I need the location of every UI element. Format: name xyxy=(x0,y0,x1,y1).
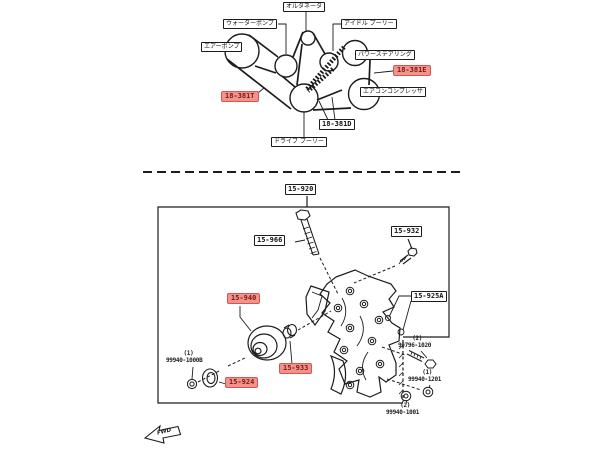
top-leader-lines xyxy=(228,12,394,137)
hatched-belt-bands xyxy=(305,44,347,93)
part-callout-belt-18-381e[interactable]: 18-381E xyxy=(393,65,431,76)
part-callout-belt-18-381d[interactable]: 18-381D xyxy=(319,119,355,130)
callout-ac-compressor: エアコンコンプレッサ xyxy=(360,87,426,97)
fastener-callout-lower-nut: (2) 99940-1001 xyxy=(386,402,419,416)
bottom-leader-lines xyxy=(218,306,293,385)
callout-air-pump: エアーポンプ xyxy=(201,42,243,52)
bracket-pins-art xyxy=(384,295,412,336)
fwd-arrow-icon xyxy=(143,424,182,444)
fastener-part-number: 99940-1201 xyxy=(408,376,442,383)
fastener-callout-upper-nut: (1) 99940-1201 xyxy=(408,369,441,383)
fastener-callout-rear-bolt: (2) 99796-1020 xyxy=(398,335,431,349)
part-callout-seal[interactable]: 15-924 xyxy=(225,377,259,388)
part-callout-assembly[interactable]: 15-920 xyxy=(285,184,317,195)
callout-alternator: オルタネータ xyxy=(283,2,326,12)
fastener-callout-front-nut: (1) 99940-1000B xyxy=(166,350,203,364)
part-callout-belt-18-381t[interactable]: 18-381T xyxy=(221,91,259,102)
fastener-part-number: 99940-1000B xyxy=(166,357,203,364)
callout-power-steering: パワーステアリング xyxy=(355,50,415,60)
part-callout-pulley[interactable]: 15-940 xyxy=(227,293,261,304)
assembly-axis-lines xyxy=(197,257,422,391)
fastener-qty: (2) xyxy=(400,402,411,409)
fastener-qty: (1) xyxy=(422,369,433,376)
nuts-art xyxy=(400,384,434,404)
long-bolt-art xyxy=(294,209,320,256)
rear-bolt-art xyxy=(406,350,437,369)
part-callout-bolt[interactable]: 15-966 xyxy=(254,235,286,246)
spacer-art xyxy=(282,323,298,339)
bracket-art xyxy=(305,269,401,398)
front-nut-art xyxy=(186,366,198,390)
belt-lines xyxy=(226,31,371,111)
fastener-part-number: 99796-1020 xyxy=(398,342,432,349)
callout-idle-pulley: アイドル プーリー xyxy=(341,19,397,29)
part-callout-spacer[interactable]: 15-933 xyxy=(279,363,313,374)
stud-bolt-art xyxy=(398,238,418,265)
fastener-qty: (2) xyxy=(412,335,423,342)
part-callout-stud[interactable]: 15-932 xyxy=(391,226,423,237)
part-callout-bracket-pins[interactable]: 15-925A xyxy=(411,291,447,302)
callout-water-pump: ウォーターポンプ xyxy=(223,19,277,29)
callout-drive-pulley: ドライブ プーリー xyxy=(271,137,327,147)
exploded-view-art xyxy=(143,171,463,444)
fastener-qty: (1) xyxy=(183,350,194,357)
fastener-part-number: 99940-1001 xyxy=(386,409,420,416)
seal-ring-art xyxy=(201,368,219,388)
tensioner-pulley-art xyxy=(247,325,287,361)
